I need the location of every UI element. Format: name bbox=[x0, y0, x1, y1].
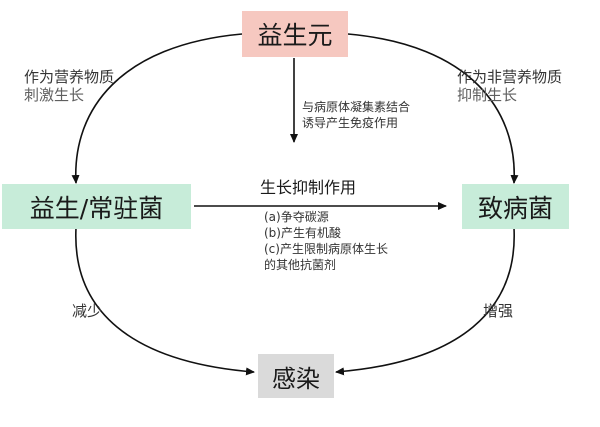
edge-label-nutrient-line1: 作为营养物质 bbox=[24, 68, 115, 86]
node-infection: 感染 bbox=[258, 354, 334, 398]
node-probiotic: 益生/常驻菌 bbox=[2, 184, 191, 229]
edge-label-nonnutrient-line2: 抑制生长 bbox=[457, 86, 518, 104]
edge-label-nonnutrient-line1: 作为非营养物质 bbox=[457, 68, 563, 86]
edge-label-enhance-text: 增强 bbox=[483, 302, 514, 320]
edge-label-lectin-line2: 诱导产生免疫作用 bbox=[302, 115, 399, 130]
inhibition-item-c: (c)产生限制病原体生长 bbox=[264, 241, 388, 256]
edge-label-nutrient-stimulate: 作为营养物质 刺激生长 bbox=[24, 68, 114, 104]
node-prebiotic: 益生元 bbox=[242, 11, 348, 57]
edge-label-lectin-binding: 与病原体凝集素结合 诱导产生免疫作用 bbox=[302, 100, 410, 131]
inhibition-mechanism-list: (a)争夺碳源 (b)产生有机酸 (c)产生限制病原体生长 的其他抗菌剂 bbox=[264, 210, 388, 274]
arrow-prebiotic-to-pathogen bbox=[347, 33, 519, 184]
edge-label-enhance: 增强 bbox=[483, 302, 513, 320]
edge-label-reduce-text: 减少 bbox=[72, 302, 103, 320]
edge-label-nutrient-line2: 刺激生长 bbox=[24, 86, 85, 104]
inhibition-item-b: (b)产生有机酸 bbox=[264, 225, 341, 240]
arrow-prebiotic-to-probiotic bbox=[71, 33, 243, 184]
node-pathogen-label: 致病菌 bbox=[477, 193, 553, 223]
node-prebiotic-label: 益生元 bbox=[257, 21, 333, 50]
node-infection-label: 感染 bbox=[272, 364, 320, 393]
edge-label-lectin-line1: 与病原体凝集素结合 bbox=[302, 100, 411, 114]
edge-label-reduce: 减少 bbox=[72, 302, 102, 320]
arrow-probiotic-to-infection bbox=[75, 227, 255, 376]
node-pathogen: 致病菌 bbox=[462, 184, 569, 229]
inhibition-item-a: (a)争夺碳源 bbox=[264, 210, 329, 224]
node-probiotic-label: 益生/常驻菌 bbox=[29, 193, 164, 223]
edge-label-nonnutrient-inhibit: 作为非营养物质 抑制生长 bbox=[457, 68, 562, 104]
edge-title-growth-inhibition: 生长抑制作用 bbox=[260, 178, 356, 197]
arrow-pathogen-to-infection bbox=[335, 227, 515, 376]
inhibition-item-c-cont: 的其他抗菌剂 bbox=[264, 257, 337, 272]
edge-title-growth-inhibition-text: 生长抑制作用 bbox=[260, 178, 357, 197]
